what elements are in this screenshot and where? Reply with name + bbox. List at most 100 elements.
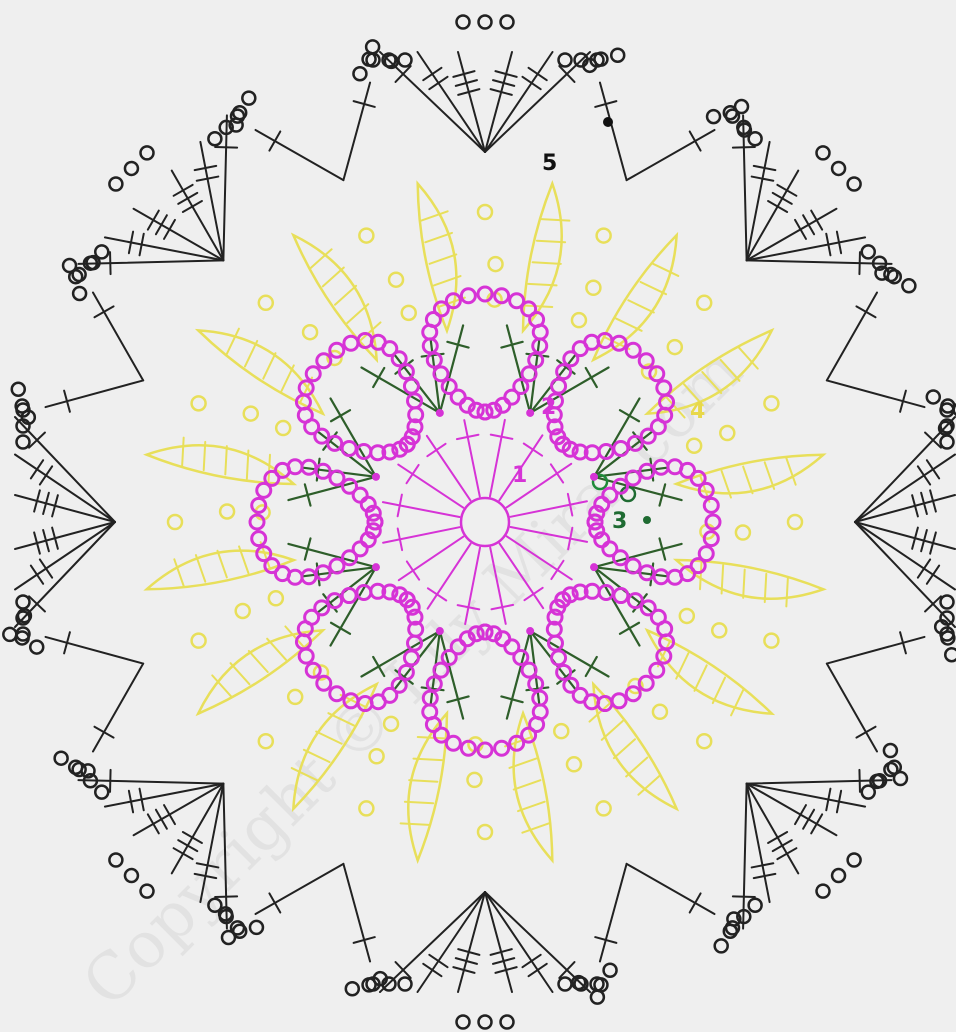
chain-stitch-icon: [614, 589, 628, 603]
chain-stitch-icon: [505, 640, 519, 654]
magic-ring-icon: [461, 498, 509, 546]
chain-stitch-icon: [816, 146, 829, 159]
round-4-leaf: [647, 630, 772, 713]
chain-stitch-icon: [244, 407, 258, 421]
round-5-stitch-bar: [110, 252, 111, 274]
round-5-stitch-bar: [811, 814, 822, 833]
round-4-leaf-vein: [282, 365, 294, 391]
round-5-stitch-bar: [423, 964, 441, 976]
round-5-stitch: [78, 780, 223, 784]
chain-stitch-icon: [461, 289, 475, 303]
chain-stitch-icon: [611, 49, 624, 62]
chain-stitch-icon: [242, 92, 255, 105]
chain-stitch-icon: [736, 526, 750, 540]
round-label-1: 1: [512, 463, 527, 488]
chain-stitch-icon: [668, 340, 682, 354]
chain-stitch-icon: [269, 591, 283, 605]
chain-stitch-icon: [389, 273, 403, 287]
chain-stitch-icon: [927, 390, 940, 403]
chain-stitch-icon: [591, 991, 604, 1004]
chain-stitch-icon: [848, 178, 861, 191]
round-4-leaf-vein: [514, 780, 541, 789]
round-1-stitch: [383, 502, 460, 517]
round-4-leaf-vein: [267, 639, 286, 660]
round-4-leaf-vein: [268, 455, 270, 483]
chain-stitch-icon: [109, 178, 122, 191]
round-5-stitch: [747, 784, 770, 902]
chain-stitch-icon: [680, 609, 694, 623]
round-4-leaf-vein: [430, 254, 457, 263]
round-5-stitch-bar: [269, 131, 280, 150]
round-5-stitch: [458, 52, 485, 152]
round-5-stitch: [380, 892, 485, 992]
round-4-leaf-vein: [614, 739, 635, 758]
chain-stitch-icon: [257, 483, 271, 497]
slip-stitch-icon: [590, 563, 598, 571]
chain-stitch-icon: [720, 426, 734, 440]
round-1-stitch-bar: [407, 561, 419, 579]
chain-stitch-icon: [704, 498, 718, 512]
chain-stitch-icon: [699, 547, 713, 561]
round-5-stitch-bar: [522, 77, 540, 89]
round-4-leaf: [147, 445, 294, 484]
round-1-stitch: [383, 527, 459, 543]
round-5-stitch-bar: [156, 810, 167, 829]
round-label-3: 3: [612, 509, 627, 534]
round-4-leaf-vein: [225, 446, 227, 474]
round-4-leaf-vein: [533, 262, 561, 264]
chain-stitch-icon: [288, 570, 302, 584]
chain-stitch-icon: [344, 336, 358, 350]
round-5-stitch-bar: [522, 955, 540, 967]
round-1-stitch: [398, 465, 463, 508]
round-4-leaf: [198, 630, 323, 713]
round-label-4: 4: [690, 399, 705, 424]
round-4-leaf-vein: [541, 219, 569, 221]
chain-stitch-icon: [55, 752, 68, 765]
chain-stitch-icon: [862, 245, 875, 258]
round-4-leaf-vein: [765, 462, 774, 489]
chain-stitch-icon: [73, 287, 86, 300]
round-5-stitch: [15, 455, 115, 523]
chain-stitch-icon: [764, 634, 778, 648]
chain-stitch-icon: [446, 736, 460, 750]
round-5-stitch: [343, 864, 370, 962]
chain-stitch-icon: [12, 383, 25, 396]
chain-stitch-icon: [402, 306, 416, 320]
round-5-stitch-bar: [859, 770, 860, 792]
chain-stitch-icon: [192, 396, 206, 410]
chain-stitch-icon: [478, 205, 492, 219]
round-4-leaf-vein: [713, 678, 725, 704]
chain-stitch-icon: [945, 648, 956, 661]
chain-stitch-icon: [653, 705, 667, 719]
chain-stitch-icon: [749, 132, 762, 145]
chain-stitch-icon: [495, 741, 509, 755]
round-4-leaf-vein: [626, 758, 647, 777]
round-5-stitch-bar: [164, 805, 175, 824]
chain-stitch-icon: [650, 663, 664, 677]
round-1-stitch: [490, 420, 505, 497]
chain-stitch-icon: [597, 229, 611, 243]
round-5-stitch: [855, 417, 955, 522]
chain-stitch-icon: [902, 279, 915, 292]
round-4-leaf-vein: [786, 578, 788, 606]
chain-stitch-icon: [17, 596, 30, 609]
slip-stitch-icon: [590, 473, 598, 481]
round-5-stitch: [747, 260, 892, 264]
chain-stitch-icon: [697, 734, 711, 748]
round-4-leaf: [198, 330, 323, 413]
chain-stitch-icon: [236, 604, 250, 618]
round-label-5: 5: [542, 151, 557, 176]
round-5-stitch-bar: [269, 893, 280, 912]
round-4-leaf-vein: [700, 561, 702, 589]
round-5-stitch: [827, 637, 925, 664]
chain-stitch-icon: [359, 229, 373, 243]
round-5-stitch-bar: [429, 955, 447, 967]
slip-stitch-icon: [526, 409, 534, 417]
round-5-stitch-bar: [156, 215, 167, 234]
round-5-stitch: [627, 864, 715, 914]
chain-stitch-icon: [30, 641, 43, 654]
round-5-stitch-bar: [429, 77, 447, 89]
chain-stitch-icon: [586, 281, 600, 295]
round-4-leaf-vein: [347, 304, 368, 323]
